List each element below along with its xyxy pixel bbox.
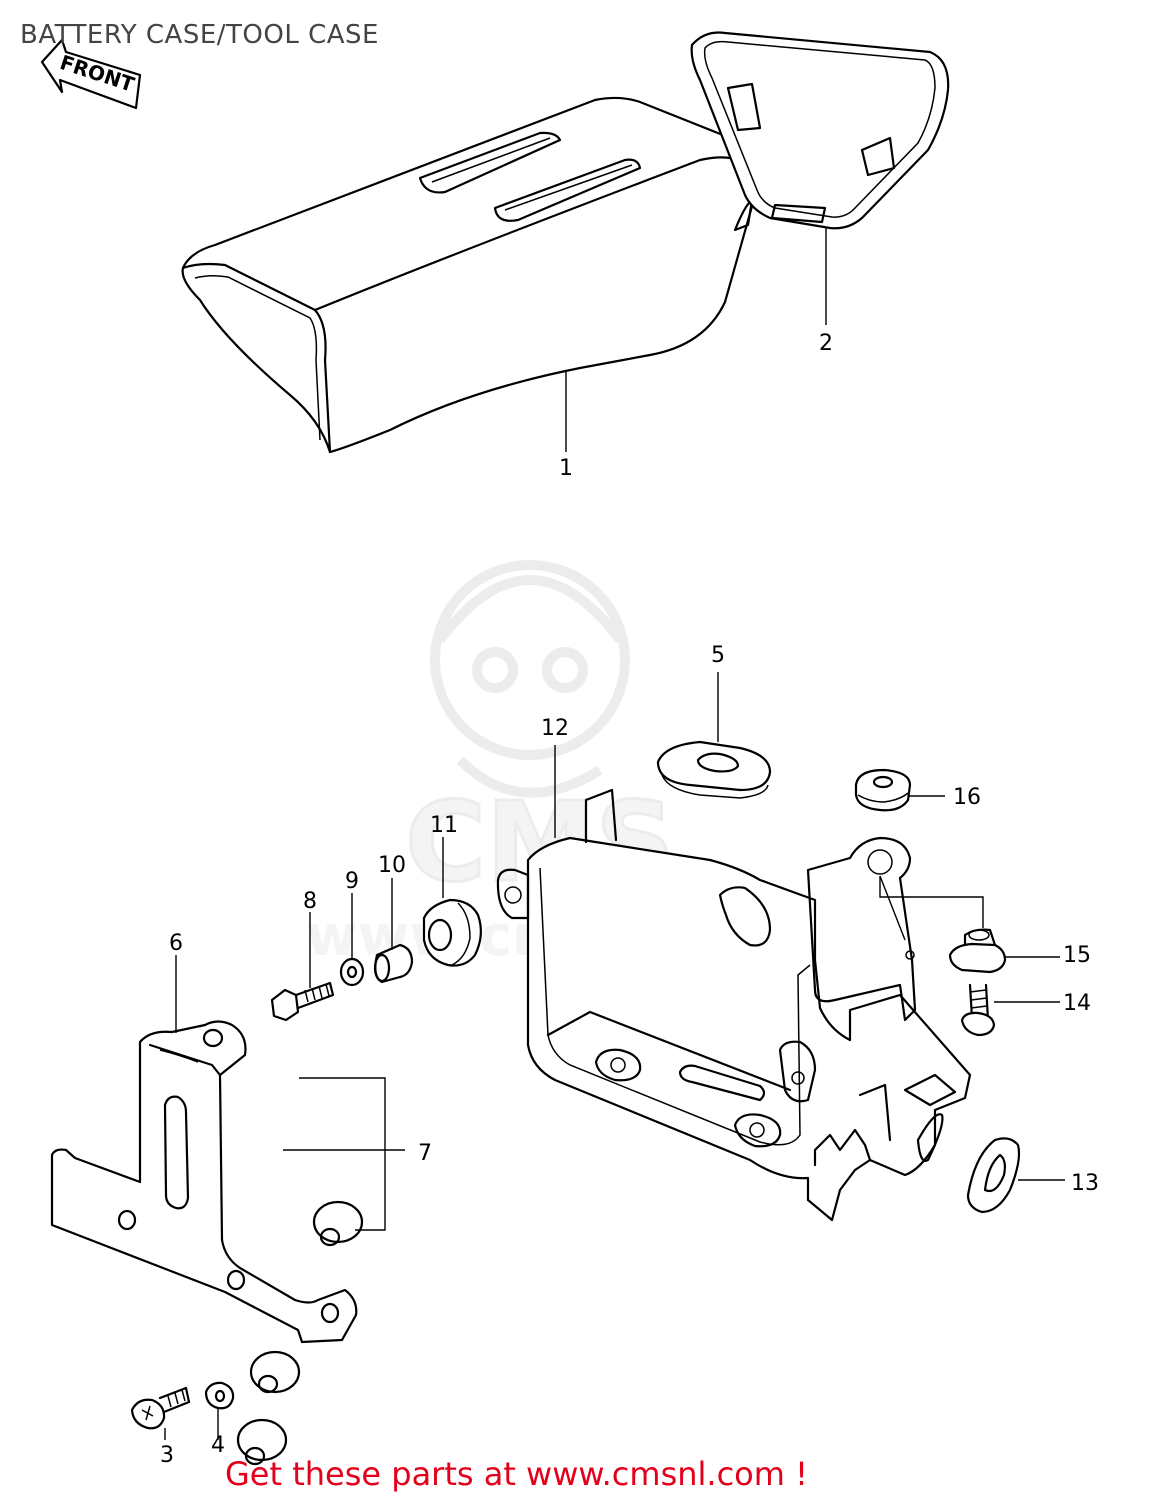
callout-10: 10	[378, 853, 406, 878]
callout-8: 8	[303, 889, 317, 914]
part-12-battery-case	[496, 788, 972, 1222]
leader-lines	[164, 228, 1065, 1440]
callout-11: 11	[430, 813, 458, 838]
callout-12: 12	[541, 716, 569, 741]
callout-15: 15	[1063, 943, 1091, 968]
callout-5: 5	[711, 643, 725, 668]
callout-16: 16	[953, 785, 981, 810]
callout-4: 4	[211, 1433, 225, 1458]
page-title: BATTERY CASE/TOOL CASE	[20, 20, 379, 50]
callout-numbers: 1 2 3 4 5 6 7 8 9 10 11 12 13 14 15 16	[160, 331, 1099, 1468]
part-4-washer	[204, 1381, 235, 1410]
part-15-screw	[948, 928, 1007, 974]
part-2-tool-case-cover	[690, 31, 950, 230]
callout-6: 6	[169, 931, 183, 956]
part-8-bolt	[270, 981, 335, 1022]
part-14-bolt	[960, 983, 996, 1037]
callout-3: 3	[160, 1443, 174, 1468]
part-1-battery-cover	[181, 96, 764, 454]
part-5-grommet	[656, 740, 772, 799]
callout-13: 13	[1071, 1171, 1099, 1196]
part-13-grommet	[966, 1137, 1021, 1214]
front-arrow: FRONT	[40, 38, 142, 110]
callout-1: 1	[559, 456, 573, 481]
part-11-grommet	[422, 898, 482, 967]
part-10-collar	[373, 943, 414, 984]
part-16-grommet	[854, 768, 912, 812]
part-7-grommets	[236, 1200, 364, 1466]
callout-7: 7	[418, 1141, 432, 1166]
callout-2: 2	[819, 331, 833, 356]
callout-14: 14	[1063, 991, 1091, 1016]
footer-link-text[interactable]: Get these parts at www.cmsnl.com !	[225, 1455, 808, 1493]
part-9-washer	[339, 957, 365, 987]
callout-9: 9	[345, 869, 359, 894]
front-arrow-label: FRONT	[57, 50, 137, 97]
part-6-mounting-bracket	[50, 1020, 358, 1344]
part-3-screw	[130, 1386, 191, 1430]
